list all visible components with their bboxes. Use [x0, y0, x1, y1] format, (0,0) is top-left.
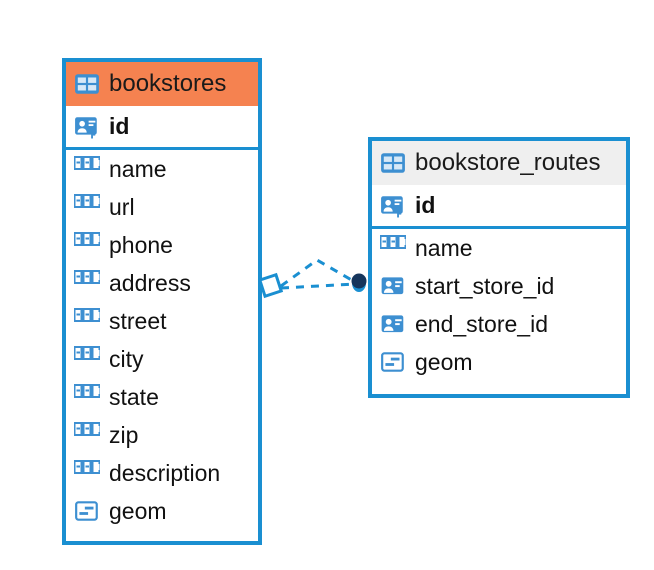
text-abc-icon	[380, 235, 406, 261]
text-abc-icon	[74, 308, 100, 334]
text-abc-icon	[74, 194, 100, 220]
field-row-url[interactable]: url	[66, 188, 258, 226]
field-label-name: name	[109, 155, 167, 182]
field-label-zip: zip	[109, 421, 139, 448]
text-abc-icon	[74, 460, 100, 486]
field-label-id: id	[415, 192, 436, 218]
field-label-description: description	[109, 459, 221, 486]
field-label-city: city	[109, 345, 144, 372]
field-row-end-store-id[interactable]: end_store_id	[372, 305, 626, 343]
field-label-geom: geom	[415, 348, 473, 375]
field-row-street[interactable]: street	[66, 302, 258, 340]
relationship-line-arched	[280, 258, 356, 288]
field-label-address: address	[109, 269, 191, 296]
geometry-icon	[74, 498, 100, 524]
entity-title-bookstores: bookstores	[109, 69, 227, 97]
field-label-id: id	[109, 113, 130, 139]
text-abc-icon	[74, 346, 100, 372]
field-label-url: url	[109, 193, 135, 220]
primary-key-icon	[380, 193, 406, 219]
field-row-geom[interactable]: geom	[66, 492, 258, 530]
table-grid-icon	[74, 71, 100, 97]
text-abc-icon	[74, 422, 100, 448]
text-abc-icon	[74, 270, 100, 296]
primary-key-icon	[74, 114, 100, 140]
field-row-start-store-id[interactable]: start_store_id	[372, 267, 626, 305]
text-abc-icon	[74, 384, 100, 410]
field-row-city[interactable]: city	[66, 340, 258, 378]
entity-title-bookstore-routes: bookstore_routes	[415, 148, 601, 176]
entity-table-bookstores[interactable]: bookstores id	[62, 58, 262, 545]
field-row-phone[interactable]: phone	[66, 226, 258, 264]
entity-header-bookstores[interactable]: bookstores	[66, 62, 258, 106]
field-label-geom: geom	[109, 497, 167, 524]
field-label-end-store-id: end_store_id	[415, 310, 548, 337]
entity-header-bookstore-routes[interactable]: bookstore_routes	[372, 141, 626, 185]
field-label-name: name	[415, 234, 473, 261]
field-label-phone: phone	[109, 231, 173, 258]
field-row-description[interactable]: description	[66, 454, 258, 492]
filled-circle-endpoint-icon	[351, 273, 367, 292]
field-row-state[interactable]: state	[66, 378, 258, 416]
foreign-key-icon	[380, 311, 406, 337]
text-abc-icon	[74, 156, 100, 182]
field-label-start-store-id: start_store_id	[415, 272, 555, 299]
rotated-square-endpoint-icon	[257, 272, 284, 299]
field-row-id[interactable]: id	[372, 185, 626, 229]
field-row-geom[interactable]: geom	[372, 343, 626, 381]
relationship-line-straight	[280, 282, 356, 290]
field-row-id[interactable]: id	[66, 106, 258, 150]
field-label-street: street	[109, 307, 167, 334]
entity-table-bookstore-routes[interactable]: bookstore_routes id	[368, 137, 630, 398]
relationship-connector[interactable]	[255, 248, 375, 318]
field-label-state: state	[109, 383, 159, 410]
field-row-address[interactable]: address	[66, 264, 258, 302]
field-row-name[interactable]: name	[66, 150, 258, 188]
geometry-icon	[380, 349, 406, 375]
field-row-name[interactable]: name	[372, 229, 626, 267]
field-row-zip[interactable]: zip	[66, 416, 258, 454]
foreign-key-icon	[380, 273, 406, 299]
text-abc-icon	[74, 232, 100, 258]
table-grid-icon	[380, 150, 406, 176]
